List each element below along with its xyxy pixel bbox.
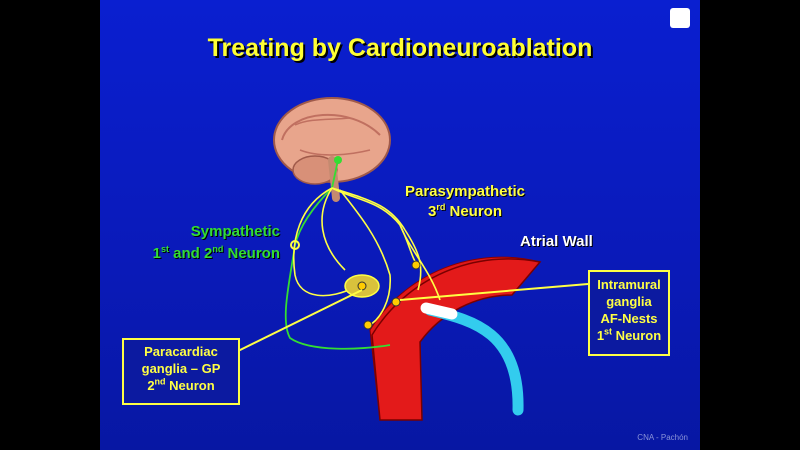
footer-credit: CNA - Pachón: [637, 433, 688, 442]
heart-logo-icon: [670, 8, 690, 28]
cardioneuroablation-diagram: [235, 97, 589, 421]
intramural-ganglion-icon: [391, 297, 401, 307]
intramural-pointer-line: [399, 283, 589, 301]
slide: Treating by Cardioneuroablation Sympathe…: [100, 0, 700, 450]
sympathetic-label: Sympathetic: [180, 222, 280, 242]
parasympathetic-label-line1: Parasympathetic: [404, 183, 526, 200]
paracardiac-ganglia-box: Paracardiac ganglia – GP 2nd Neuron: [122, 338, 240, 405]
intramural-ganglia-box: Intramural ganglia AF-Nests 1st Neuron: [588, 270, 670, 356]
catheter-icon: [424, 304, 524, 416]
sympathetic-pathway: [284, 159, 391, 350]
atrial-wall-label: Atrial Wall: [520, 233, 593, 250]
parasympathetic-label-line2: 3rd Neuron: [427, 202, 502, 221]
paracardiac-pointer-line: [235, 289, 363, 353]
parasympathetic-label: Parasympathetic 3rd Neuron: [390, 182, 540, 222]
sympathetic-label-line1: Sympathetic: [190, 223, 280, 240]
sympathetic-neuron-1-icon: [334, 156, 342, 164]
parasympathetic-pathway: [293, 187, 441, 327]
slide-title: Treating by Cardioneuroablation: [207, 34, 593, 62]
brain-illustration: [273, 97, 391, 202]
sympathetic-label-line2: 1st and 2nd Neuron: [152, 244, 280, 263]
